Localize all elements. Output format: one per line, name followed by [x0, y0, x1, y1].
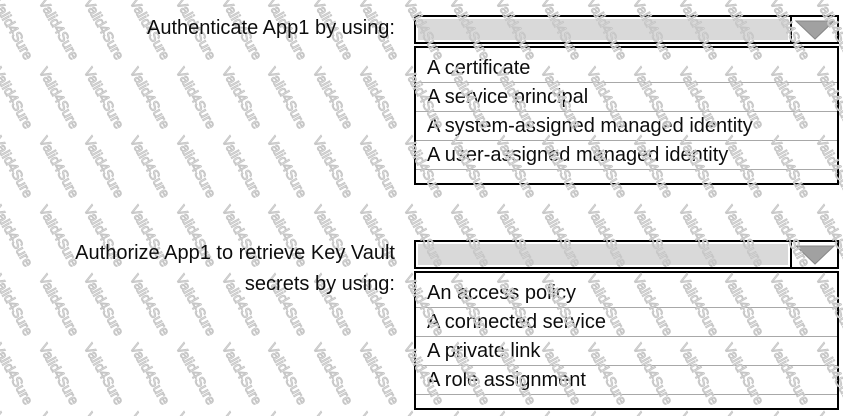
option-label: A connected service — [427, 311, 606, 333]
watermark-text: Valid4Sure — [126, 340, 174, 408]
watermark-text: Valid4Sure — [126, 133, 174, 201]
question-2-label-line: secrets by using: — [244, 273, 395, 295]
watermark-text: Valid4Sure — [309, 133, 357, 201]
watermark-text: Valid4Sure — [629, 409, 677, 416]
dropdown-1-selected-area — [418, 19, 788, 40]
watermark-text: Valid4Sure — [355, 340, 403, 408]
dropdown-2-selected-area — [418, 244, 788, 265]
watermark-text: Valid4Sure — [0, 64, 37, 132]
watermark-text: Valid4Sure — [35, 64, 83, 132]
question-2-label: Authorize App1 to retrieve Key Vault sec… — [0, 238, 395, 300]
watermark-text: Valid4Sure — [172, 133, 220, 201]
watermark-text: Valid4Sure — [264, 64, 312, 132]
watermark-text: Valid4Sure — [401, 409, 449, 416]
dropdown-1-select[interactable] — [414, 15, 839, 44]
watermark-text: Valid4Sure — [0, 133, 37, 201]
watermark-text: Valid4Sure — [218, 340, 266, 408]
dropdown-2-option-2[interactable]: A connected service — [416, 308, 837, 337]
dropdown-2-option-3[interactable]: A private link — [416, 337, 837, 366]
watermark-text: Valid4Sure — [492, 409, 540, 416]
dropdown-1-option-1[interactable]: A certificate — [416, 54, 837, 83]
watermark-text: Valid4Sure — [309, 409, 357, 416]
option-label: A certificate — [427, 57, 531, 79]
dropdown-2-option-4[interactable]: A role assignment — [416, 366, 837, 395]
question-1-label-line: Authenticate App1 by using: — [147, 17, 395, 39]
watermark-text: Valid4Sure — [172, 340, 220, 408]
chevron-down-icon — [794, 245, 835, 265]
watermark-text: Valid4Sure — [264, 409, 312, 416]
dropdown-2-option-1[interactable]: An access policy — [416, 279, 837, 308]
question-1-label: Authenticate App1 by using: — [0, 13, 395, 44]
chevron-down-icon — [794, 20, 835, 40]
watermark-text: Valid4Sure — [675, 409, 723, 416]
dropdown-2-select[interactable] — [414, 240, 839, 269]
watermark-text: Valid4Sure — [355, 133, 403, 201]
watermark-text: Valid4Sure — [721, 409, 769, 416]
dropdown-1-arrow-button[interactable] — [790, 17, 837, 42]
watermark-text: Valid4Sure — [126, 409, 174, 416]
watermark-text: Valid4Sure — [309, 340, 357, 408]
watermark-text: Valid4Sure — [446, 409, 494, 416]
watermark-text: Valid4Sure — [172, 64, 220, 132]
watermark-text: Valid4Sure — [35, 133, 83, 201]
watermark-text: Valid4Sure — [264, 133, 312, 201]
watermark-text: Valid4Sure — [218, 133, 266, 201]
dropdown-1-option-3[interactable]: A system-assigned managed identity — [416, 112, 837, 141]
dropdown-2-arrow-button[interactable] — [790, 242, 837, 267]
watermark-text: Valid4Sure — [583, 409, 631, 416]
dropdown-1-option-2[interactable]: A service principal — [416, 83, 837, 112]
watermark-text: Valid4Sure — [218, 409, 266, 416]
watermark-text: Valid4Sure — [218, 64, 266, 132]
dropdown-2: An access policy A connected service A p… — [414, 240, 839, 410]
dropdown-1-option-4[interactable]: A user-assigned managed identity — [416, 141, 837, 170]
watermark-text: Valid4Sure — [812, 409, 843, 416]
option-label: A user-assigned managed identity — [427, 144, 729, 166]
watermark-text: Valid4Sure — [35, 340, 83, 408]
dropdown-1: A certificate A service principal A syst… — [414, 15, 839, 185]
dropdown-1-options-list: A certificate A service principal A syst… — [414, 46, 839, 185]
watermark-text: Valid4Sure — [355, 64, 403, 132]
watermark-text: Valid4Sure — [81, 133, 129, 201]
dropdown-2-options-list: An access policy A connected service A p… — [414, 271, 839, 410]
option-label: A system-assigned managed identity — [427, 115, 753, 137]
watermark-text: Valid4Sure — [81, 340, 129, 408]
option-label: An access policy — [427, 282, 576, 304]
watermark-text: Valid4Sure — [81, 409, 129, 416]
option-label: A private link — [427, 340, 541, 362]
watermark-text: Valid4Sure — [35, 409, 83, 416]
watermark-text: Valid4Sure — [0, 340, 37, 408]
watermark-text: Valid4Sure — [0, 409, 37, 416]
watermark-text: Valid4Sure — [538, 409, 586, 416]
watermark-text: Valid4Sure — [355, 409, 403, 416]
watermark-text: Valid4Sure — [264, 340, 312, 408]
option-label: A service principal — [427, 86, 589, 108]
watermark-text: Valid4Sure — [81, 64, 129, 132]
watermark-text: Valid4Sure — [766, 409, 814, 416]
question-2-label-line: Authorize App1 to retrieve Key Vault — [75, 242, 395, 264]
watermark-text: Valid4Sure — [309, 64, 357, 132]
watermark-text: Valid4Sure — [172, 409, 220, 416]
option-label: A role assignment — [427, 369, 586, 391]
watermark-text: Valid4Sure — [126, 64, 174, 132]
